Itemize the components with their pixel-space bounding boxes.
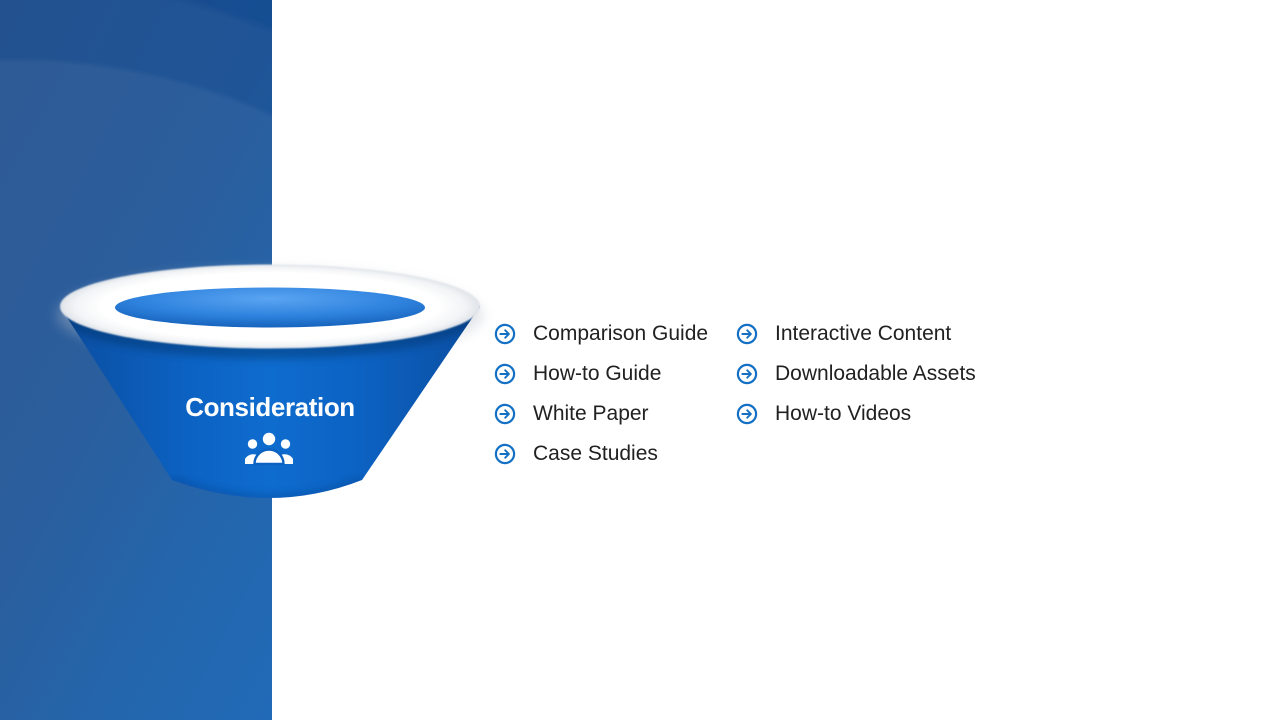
list-item-label: How-to Guide [533, 362, 662, 385]
funnel-body [60, 306, 480, 498]
funnel-stage-label: Consideration [185, 392, 355, 422]
funnel-bottom-shade [170, 477, 364, 498]
list-item: How-to Guide [494, 363, 708, 385]
content-column-2: Interactive Content Downloadable Assets … [736, 323, 976, 443]
content-column-1: Comparison Guide How-to Guide White Pape… [494, 323, 708, 483]
list-item: Interactive Content [736, 323, 976, 345]
list-item-label: Comparison Guide [533, 322, 709, 345]
arrow-circle-icon [494, 403, 516, 425]
arrow-circle-icon [494, 323, 516, 345]
list-item: Downloadable Assets [736, 363, 976, 385]
arrow-circle-icon [494, 363, 516, 385]
funnel-graphic [57, 264, 483, 498]
arrow-circle-icon [736, 323, 758, 345]
list-item-label: Downloadable Assets [775, 362, 976, 385]
arrow-circle-icon [736, 363, 758, 385]
people-group-icon [245, 432, 293, 466]
funnel-opening [115, 287, 425, 328]
list-item-label: White Paper [533, 402, 649, 425]
arrow-circle-icon [494, 443, 516, 465]
list-item-label: Interactive Content [775, 322, 952, 345]
list-item: Case Studies [494, 443, 708, 465]
arrow-circle-icon [736, 403, 758, 425]
list-item: Comparison Guide [494, 323, 708, 345]
list-item: White Paper [494, 403, 708, 425]
list-item: How-to Videos [736, 403, 976, 425]
list-item-label: How-to Videos [775, 402, 912, 425]
list-item-label: Case Studies [533, 442, 658, 465]
